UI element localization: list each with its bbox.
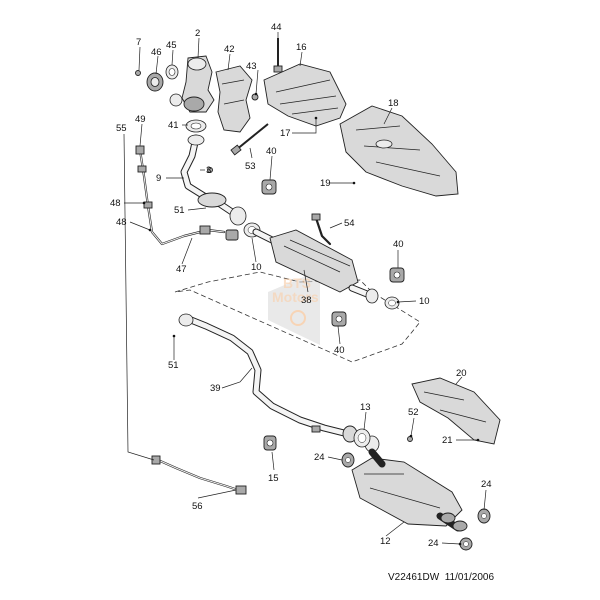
callout-38: 38: [301, 295, 312, 306]
callout-labels: 7 46 45 2 42 44 43 16 18 41 17 55 49 40 …: [110, 22, 492, 549]
callout-24-a: 24: [314, 452, 325, 463]
gasket-13: [353, 428, 371, 448]
sensor-wire-48: [135, 145, 239, 246]
bolt-52: [407, 436, 413, 442]
callout-49: 49: [135, 114, 146, 125]
callout-42: 42: [224, 44, 235, 55]
callout-46: 46: [151, 47, 162, 58]
exhaust-manifold-2: [169, 55, 215, 113]
callout-3: 3: [206, 165, 211, 176]
callout-40-b: 40: [393, 239, 404, 250]
callout-52: 52: [408, 407, 419, 418]
callout-47: 47: [176, 264, 187, 275]
hanger-40-upper: [261, 179, 277, 195]
callout-53: 53: [245, 161, 256, 172]
callout-56: 56: [192, 501, 203, 512]
oxygen-sensor-54: [311, 213, 332, 246]
drawing-date: 11/01/2006: [444, 572, 495, 583]
callout-39: 39: [210, 383, 221, 394]
heat-shield-18: [339, 105, 459, 197]
leader-dots: [142, 92, 480, 546]
bolt-44: [273, 38, 283, 73]
gasket-45: [165, 64, 179, 80]
gasket-41: [185, 119, 207, 133]
callout-12: 12: [380, 536, 391, 547]
hanger-24-right: [477, 508, 491, 524]
callout-24-c: 24: [428, 538, 439, 549]
hanger-40-right: [389, 267, 405, 283]
callout-19: 19: [320, 178, 331, 189]
gasket-10-rear: [384, 296, 400, 310]
hanger-40-lower: [331, 311, 347, 327]
nut-3: [207, 167, 213, 173]
watermark-line2: Motors: [272, 289, 319, 305]
clamp-39: [311, 425, 321, 433]
callout-16: 16: [296, 42, 307, 53]
drawing-footer: V22461DW 11/01/2006: [388, 572, 494, 583]
callout-15: 15: [268, 473, 279, 484]
callout-10-a: 10: [251, 262, 262, 273]
callout-40-a: 40: [266, 146, 277, 157]
callout-7: 7: [136, 37, 141, 48]
callout-45: 45: [166, 40, 177, 51]
callout-51-b: 51: [168, 360, 179, 371]
heat-shield-42: [215, 65, 253, 133]
callout-41: 41: [168, 120, 179, 131]
stud-7: [135, 70, 141, 76]
nut-43: [251, 93, 259, 101]
watermark-line1: BTS: [283, 275, 311, 291]
callout-10-b: 10: [419, 296, 430, 307]
callout-18: 18: [388, 98, 399, 109]
callout-54: 54: [344, 218, 355, 229]
drawing-code: V22461DW: [388, 572, 440, 583]
callout-48-b: 48: [116, 217, 127, 228]
callout-51-a: 51: [174, 205, 185, 216]
oxygen-sensor-53: [230, 123, 269, 156]
flange-46: [146, 72, 164, 92]
callout-44: 44: [271, 22, 282, 33]
callout-20: 20: [456, 368, 467, 379]
callout-43: 43: [246, 61, 257, 72]
muffler-12: [351, 448, 468, 532]
callout-9: 9: [156, 173, 161, 184]
callout-21: 21: [442, 435, 453, 446]
callout-55: 55: [116, 123, 127, 134]
callout-17: 17: [280, 128, 291, 139]
callout-24-b: 24: [481, 479, 492, 490]
hanger-24-left: [341, 452, 355, 468]
heat-shield-16: [263, 63, 347, 127]
watermark: BTS Motors: [268, 270, 320, 345]
sensor-lead-56: [151, 455, 247, 495]
front-pipe-9: [180, 134, 247, 226]
callout-13: 13: [360, 402, 371, 413]
intermediate-pipe-39: [178, 313, 380, 453]
hanger-15: [263, 435, 277, 451]
leader-lines: [123, 32, 487, 545]
callout-48-a: 48: [110, 198, 121, 209]
callout-2: 2: [195, 28, 200, 39]
catalytic-converter-38: [252, 228, 379, 304]
callout-40-c: 40: [334, 345, 345, 356]
heat-shield-20: [411, 377, 501, 445]
hanger-24-bottom: [459, 537, 473, 551]
